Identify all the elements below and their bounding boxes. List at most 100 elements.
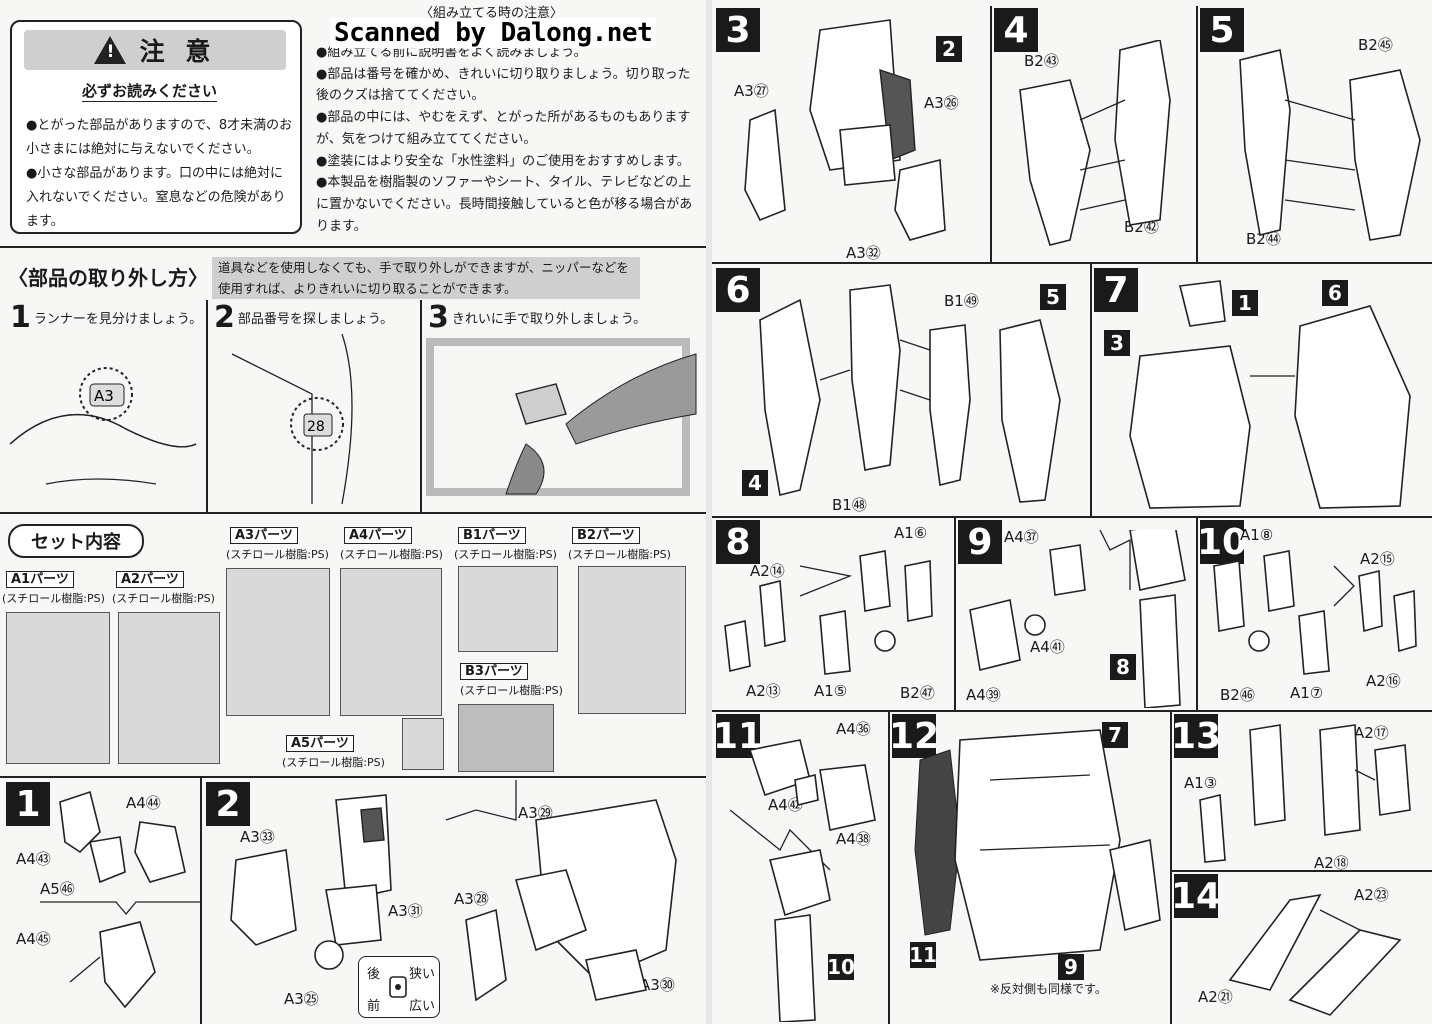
part-callout: A3㉕ [284,990,319,1008]
runner-a5 [402,718,444,770]
part-number-tag: 28 [307,419,325,435]
divider [0,512,706,514]
part-callout: A4㊱ [836,720,871,738]
part-callout: A3㉚ [640,976,675,994]
part-label-a1: A1パーツ [6,568,74,588]
step14-illustration [1228,893,1402,1016]
step4-illustration [1019,40,1171,246]
step-number-10: 10 [1196,520,1248,564]
divider [1170,710,1172,1024]
reference-number: 4 [742,470,768,496]
part-callout: B2㊺ [1358,36,1393,54]
note-item: ●本製品を樹脂製のソファーやシート、タイル、テレビなどの上に置かないでください。… [316,175,693,234]
runner-a2 [118,612,220,764]
part-callout: A3㉙ [518,804,553,822]
step-number-9: 9 [958,520,1002,564]
divider [990,6,992,262]
part-label-a3: A3パーツ [230,524,298,544]
part-callout: A3㉛ [388,902,423,920]
divider [888,710,890,1024]
part-callout: A1⑧ [1240,526,1274,544]
runner-b2 [578,566,686,714]
part-callout: B2㊻ [1220,686,1255,704]
divider [1170,870,1432,872]
reference-number: 9 [1058,954,1084,980]
other-side-note: ※反対側も同様です。 [990,982,1107,996]
warning-icon: ! [93,36,126,64]
head-parts-illustration [40,790,200,1009]
part-callout: A4㊸ [16,850,51,868]
material-label: (スチロール樹脂:PS) [226,548,329,561]
divider [1196,6,1198,262]
runner-illustration-2: 28 [231,334,353,504]
removal-note: 道具などを使用しなくても、手で取り外しができますが、ニッパーなどを使用すれば、よ… [212,257,640,299]
joint-icon [389,976,407,998]
step-number-7: 7 [1094,268,1138,312]
step-number-3: 3 [716,8,760,52]
caution-title: 注 意 [139,37,217,66]
removal-illustration-3 [426,338,697,496]
reference-number: 10 [827,954,855,980]
step10-illustration [1213,550,1417,675]
note-item: ●塗装にはより安全な「水性塗料」のご使用をおすすめします。 [316,153,690,169]
part-callout: A2⑯ [1366,672,1401,690]
caution-box: ! 注 意 必ずお読みください ●とがった部品がありますので、8才未満のお小さま… [10,20,302,234]
part-callout: A4㊷ [768,796,803,814]
part-label-b3: B3パーツ [460,660,528,680]
runner-illustration-1: A3 [9,367,197,485]
part-callout: A2㉓ [1354,886,1389,904]
reference-number: 6 [1322,280,1348,306]
runner-b1 [458,566,558,652]
part-callout: A2⑭ [750,562,785,580]
step11-illustration [730,739,876,1022]
material-label: (スチロール樹脂:PS) [2,592,105,605]
part-callout: A4㊳ [836,830,871,848]
part-label-a5: A5パーツ [286,732,354,752]
part-callout: A3㉖ [924,94,959,112]
part-callout: A2㉑ [1198,988,1233,1006]
material-label: (スチロール樹脂:PS) [454,548,557,561]
part-callout: B1㊽ [832,496,867,514]
step8-illustration [724,550,933,675]
part-callout: A4㊺ [16,930,51,948]
reference-number: 7 [1102,722,1128,748]
reference-number: 8 [1110,654,1136,680]
material-label: (スチロール樹脂:PS) [340,548,443,561]
part-callout: A3㉗ [734,82,769,100]
part-callout: A3㉝ [240,828,275,846]
material-label: (スチロール樹脂:PS) [460,684,563,697]
must-read-label: 必ずお読みください [82,82,218,102]
part-label-b2: B2パーツ [572,524,640,544]
part-callout: A4㊶ [1030,638,1065,656]
set-contents-title: セット内容 [8,524,144,558]
removal-title: 〈部品の取り外し方〉 [8,266,208,290]
note-item: ●部品の中には、やむをえず、とがった所があるものもありますが、気をつけて組み立て… [316,110,691,147]
part-callout: A3㉜ [846,244,881,262]
part-callout: B2㊹ [1246,230,1281,248]
divider [420,300,422,512]
caution-bullet: ●小さな部品があります。口の中には絶対に入れないでください。窒息などの危険があり… [26,166,286,229]
assembly-notes-title: 〈組み立てる時の注意〉 [420,6,564,21]
part-callout: A1③ [1184,774,1218,792]
step12-illustration [914,729,1161,961]
step6-illustration [759,284,1061,503]
part-callout: A3㉘ [454,890,489,908]
step-number-5: 5 [1200,8,1244,52]
step-number-12: 12 [888,714,940,758]
step-number-4: 4 [994,8,1038,52]
part-label-a4: A4パーツ [344,524,412,544]
part-callout: A4㊴ [966,686,1001,704]
step3-illustration [744,19,946,241]
caution-bullet: ●とがった部品がありますので、8才未満のお小さまには絶対に与えないでください。 [26,118,293,157]
runner-a3 [226,568,330,716]
reference-number: 2 [936,36,962,62]
reference-number: 5 [1040,284,1066,310]
part-callout: B2㊼ [900,684,935,702]
divider [200,776,202,1024]
divider [0,246,706,248]
caution-bullets: ●とがった部品がありますので、8才未満のお小さまには絶対に与えないでください。 … [26,114,296,234]
divider [712,516,1432,518]
part-callout: A2⑬ [746,682,781,700]
